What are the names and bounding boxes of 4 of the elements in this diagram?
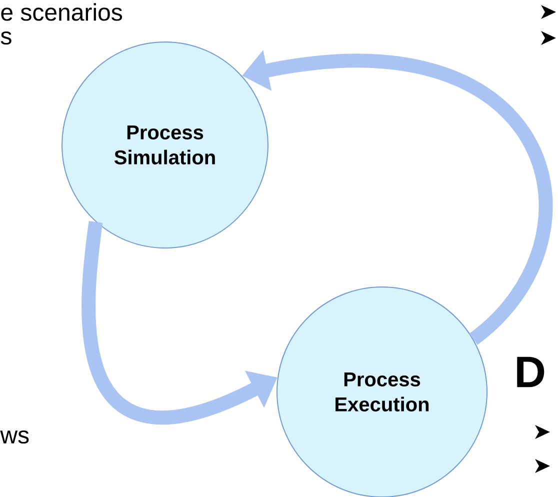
text-fragment: e scenarios [1,3,122,21]
text-fragment: ws [0,430,29,444]
heading-fragment: D [517,356,544,388]
text-fragment: s [0,31,12,45]
